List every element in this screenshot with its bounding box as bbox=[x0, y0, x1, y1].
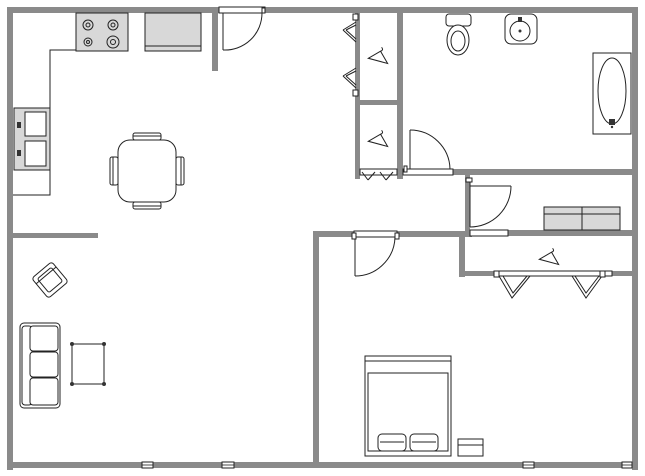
kitchen bbox=[13, 12, 202, 210]
wall-closet2-left bbox=[459, 235, 465, 277]
coffee-table-icon bbox=[70, 342, 106, 386]
armchair-icon bbox=[32, 262, 68, 298]
wall-right bbox=[632, 7, 638, 470]
double-sink-icon bbox=[13, 107, 51, 171]
wall-laundry-bottom bbox=[508, 230, 638, 236]
nightstand-icon bbox=[457, 438, 484, 457]
door-bedroom-icon bbox=[351, 230, 400, 277]
bifold-door-icon bbox=[342, 13, 359, 97]
double-bed-icon bbox=[364, 355, 452, 457]
wall-bottom-left bbox=[7, 462, 142, 468]
windows bbox=[141, 461, 633, 469]
door-entry-icon bbox=[218, 6, 266, 51]
wall-bath-bottom bbox=[453, 169, 638, 175]
bathroom bbox=[445, 13, 632, 135]
wall-top-right bbox=[265, 7, 638, 13]
toilet-icon bbox=[445, 13, 472, 56]
wall-closet2-bottom bbox=[459, 271, 496, 276]
door-bathroom-icon bbox=[402, 129, 454, 176]
door-laundry-icon bbox=[465, 177, 512, 237]
refrigerator-icon bbox=[144, 12, 202, 52]
wall-bedroom-left bbox=[313, 231, 319, 468]
bifold-door-small-icon bbox=[359, 168, 398, 181]
coat-hanger-icon bbox=[367, 47, 560, 266]
wall-bedroom-top-a bbox=[313, 231, 354, 237]
wall-top-left bbox=[7, 7, 219, 13]
wall-bottom-right bbox=[534, 462, 638, 468]
wall-closet2-bottom-b bbox=[612, 271, 638, 276]
living-room bbox=[19, 262, 106, 409]
walls bbox=[7, 7, 638, 470]
wall-laundry-left bbox=[465, 173, 470, 231]
wall-kitchen-stub bbox=[212, 7, 218, 71]
doors bbox=[218, 6, 613, 299]
bathtub-icon bbox=[592, 52, 632, 135]
bedroom bbox=[364, 355, 484, 457]
bathroom-sink-icon bbox=[504, 13, 538, 45]
washer-dryer-icon bbox=[543, 206, 621, 231]
wall-left bbox=[7, 7, 13, 470]
stove-icon bbox=[75, 12, 129, 52]
wall-living-partial bbox=[7, 233, 98, 238]
wall-closet-divider bbox=[355, 100, 400, 105]
bifold-door-bedroom-closet-icon bbox=[493, 270, 613, 299]
wall-bedroom-top-b bbox=[397, 231, 472, 237]
wall-bath-left bbox=[397, 7, 403, 179]
dining-table-icon bbox=[109, 132, 185, 210]
sofa-icon bbox=[19, 322, 61, 409]
wall-bottom-mid bbox=[153, 462, 523, 468]
